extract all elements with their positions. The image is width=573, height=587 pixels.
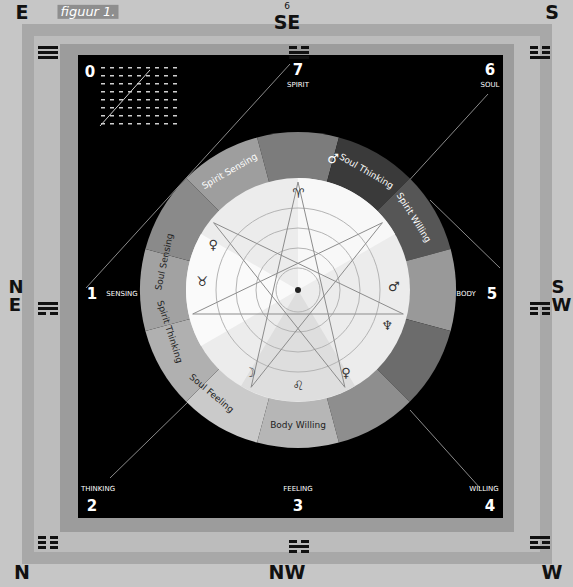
astro-symbol: ♆ xyxy=(381,319,393,333)
corner-label: SOUL xyxy=(481,82,500,90)
corner-label: WILLING xyxy=(469,486,499,494)
compass-letter: NE xyxy=(9,278,22,314)
astro-symbol: ♉ xyxy=(197,274,209,288)
astro-symbol: ♂ xyxy=(327,151,339,165)
astro-symbol: ☽ xyxy=(244,366,256,380)
astro-symbol: ♀ xyxy=(208,238,218,252)
compass-letter: SE xyxy=(274,12,301,33)
corner-number: 6 xyxy=(485,62,495,79)
corner-number: 0 xyxy=(85,64,95,81)
compass-letter: E xyxy=(16,2,29,23)
corner-label: THINKING xyxy=(81,486,115,494)
compass-letter: S xyxy=(545,2,559,23)
compass-degree: 6 xyxy=(284,2,290,12)
corner-number: 2 xyxy=(87,498,97,515)
astro-symbol: ♂ xyxy=(388,279,400,293)
corner-label: SENSING xyxy=(106,291,137,299)
figure-caption: figuur 1. xyxy=(57,5,118,19)
compass-letter: W xyxy=(542,562,563,583)
corner-label: FEELING xyxy=(283,486,313,494)
star-lines xyxy=(193,182,404,387)
corner-number: 7 xyxy=(293,62,303,79)
ring-text: Body Willing xyxy=(270,421,326,431)
corner-label: SPIRIT xyxy=(287,82,309,90)
compass-letter: N xyxy=(14,562,30,583)
corner-number: 4 xyxy=(485,498,495,515)
corner-number: 1 xyxy=(87,286,97,303)
compass-letter: NW xyxy=(269,562,306,583)
corner-number: 5 xyxy=(487,286,497,303)
astro-symbol: ♌ xyxy=(292,379,304,393)
astro-symbol: ♀ xyxy=(341,366,351,380)
compass-letter: SW xyxy=(552,278,565,314)
corner-number: 3 xyxy=(293,498,303,515)
astro-symbol: ♈ xyxy=(292,187,304,201)
corner-label: BODY xyxy=(456,291,475,299)
